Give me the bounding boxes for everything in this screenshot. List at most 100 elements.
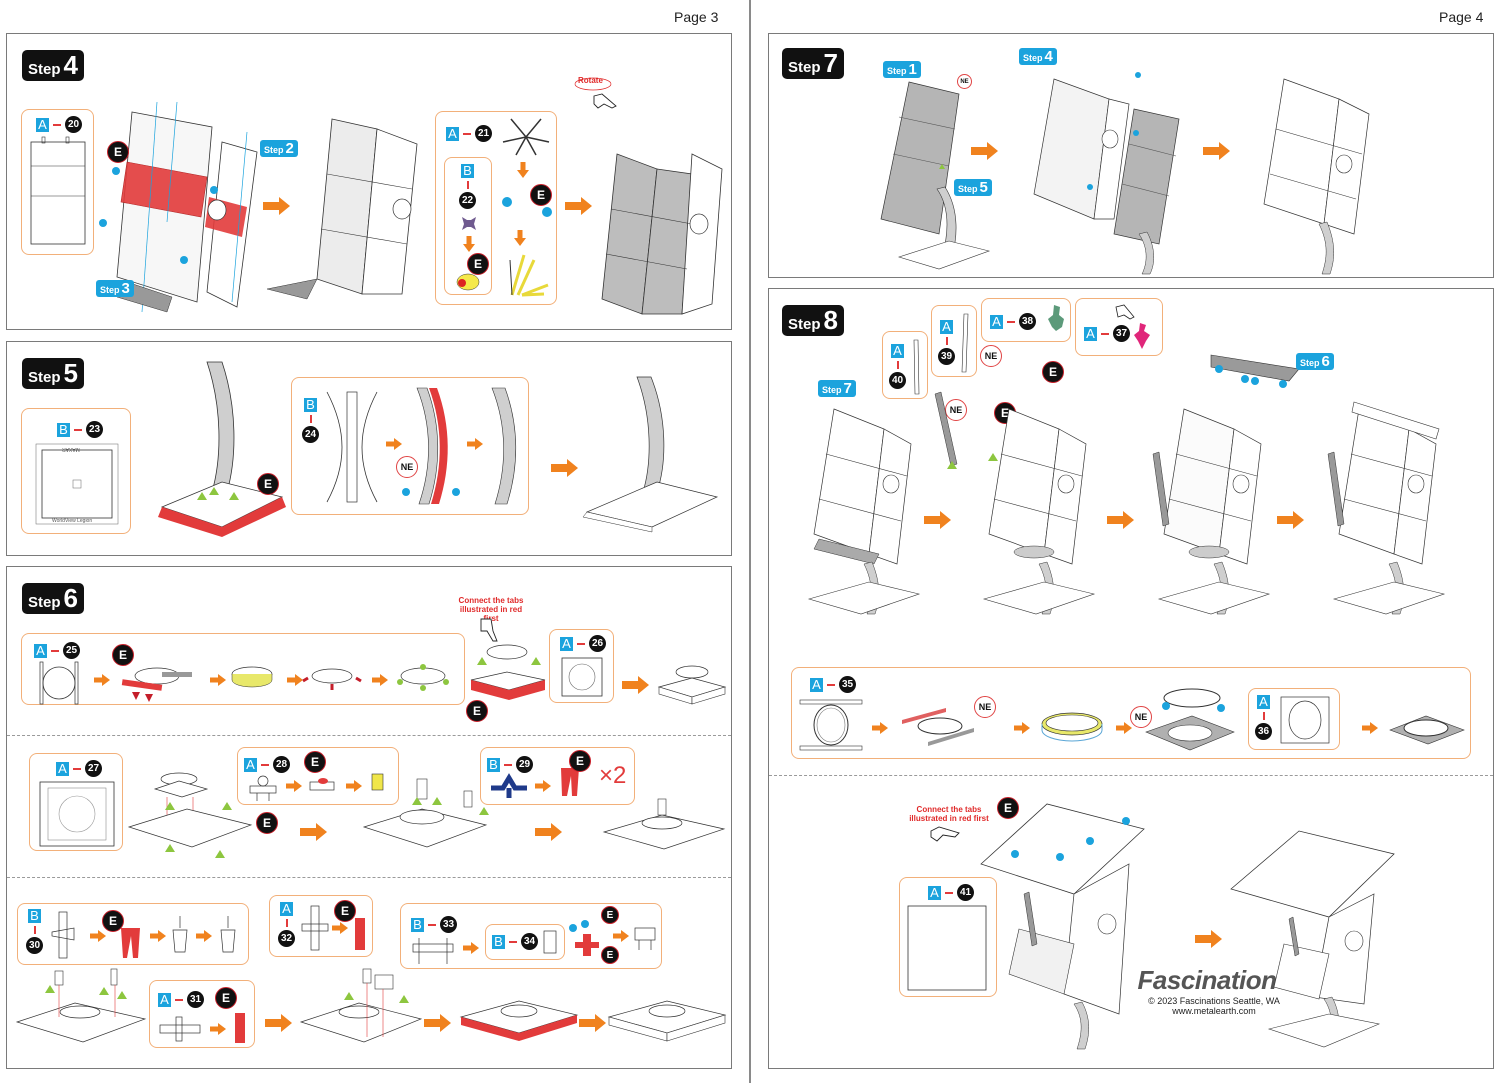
part-label-20: A 20	[36, 116, 82, 133]
base-top-text: MAXAR	[62, 446, 80, 452]
arrow-right-icon	[467, 438, 483, 450]
blue-dot	[1122, 817, 1130, 825]
part-label-32: A 32	[278, 902, 295, 947]
part-25-ring-tabs	[302, 668, 362, 690]
part-label-36: A 36	[1255, 695, 1272, 740]
blue-dot	[1279, 380, 1287, 388]
arrow-right-icon	[872, 722, 888, 734]
dash	[428, 923, 436, 926]
part-26-callout: A 26	[549, 629, 614, 703]
part-30-callout: B 30 E	[17, 903, 249, 965]
step-4-panel: Step 4 A 20 E Step 2	[6, 33, 732, 330]
e-marker: E	[112, 644, 134, 666]
green-triangle	[947, 461, 957, 469]
step-number: 7	[823, 48, 838, 78]
dash	[33, 926, 36, 934]
green-triangle	[215, 850, 225, 858]
part-27-callout: A 27	[29, 753, 123, 851]
step-4-badge: Step 4	[22, 50, 84, 81]
green-triangle	[99, 987, 109, 995]
part-25-callout: A 25 E	[21, 633, 465, 705]
connect-tabs-note: Connect the tabs illustrated in red firs…	[458, 596, 524, 623]
arrow-right-icon	[613, 930, 629, 942]
part-label-30: B 30	[26, 909, 43, 954]
part-label-26: A 26	[560, 635, 606, 652]
part-number: 20	[65, 116, 82, 133]
arrow-down-icon	[463, 236, 475, 252]
part-32-callout: A 32 E	[269, 895, 373, 957]
step-7-panel: Step 7 Step 1 NE Step 5 Step 4	[768, 33, 1494, 278]
sheet-letter: A	[158, 992, 171, 1007]
green-triangle	[229, 492, 239, 500]
arrow-right-icon	[94, 674, 110, 686]
section-separator	[7, 877, 731, 878]
arrow-right-icon	[622, 676, 650, 694]
part-41-outline	[907, 905, 987, 991]
part-number: 29	[516, 756, 533, 773]
part-39-outline	[961, 313, 969, 373]
arrow-right-icon	[1203, 142, 1231, 160]
step-word: Step	[887, 66, 907, 76]
arrow-right-icon	[265, 1014, 293, 1032]
part-26-outline	[561, 657, 603, 697]
part-22-shape	[462, 217, 476, 230]
sheet-letter: B	[57, 422, 70, 437]
sheet-letter: A	[990, 314, 1003, 329]
dash	[504, 763, 512, 766]
sheet-letter: A	[244, 757, 257, 772]
step-number: 5	[979, 179, 988, 196]
arrow-down-icon	[514, 230, 526, 246]
part-24-outline	[326, 391, 378, 503]
arrow-right-icon	[210, 1023, 226, 1035]
green-triangle	[479, 807, 489, 815]
dash	[1101, 332, 1109, 335]
green-triangle	[412, 797, 422, 805]
pointing-hand-icon	[593, 93, 617, 109]
e-marker: E	[107, 141, 129, 163]
ne-marker: NE	[974, 696, 996, 718]
part-number: 41	[957, 884, 974, 901]
part-28-fold	[309, 778, 335, 791]
part-label-25: A 25	[34, 642, 80, 659]
step-6-badge: Step 6	[22, 583, 84, 614]
part-number: 21	[475, 125, 492, 142]
step-number: 2	[285, 140, 294, 157]
blue-dot	[112, 167, 120, 175]
brand-logo: Fascinations	[1137, 965, 1291, 995]
blue-dot	[1215, 365, 1223, 373]
part-label-33: B 33	[411, 916, 457, 933]
e-marker: E	[530, 184, 552, 206]
sheet-letter: A	[1084, 326, 1097, 341]
pointing-hand-icon	[930, 826, 960, 842]
sheet-letter: A	[810, 677, 823, 692]
step-number: 6	[1321, 353, 1330, 370]
website-link[interactable]: www.metalearth.com	[1172, 1006, 1256, 1016]
step-3-ref-badge: Step 3	[96, 280, 134, 297]
ring-on-plate	[1145, 688, 1235, 751]
stand-on-base	[582, 376, 719, 533]
part-23-outline	[35, 443, 119, 525]
part-35-fold	[902, 708, 974, 746]
part-28-outline	[249, 775, 277, 801]
strut-part-40	[934, 391, 958, 467]
part-33-callout: B 33 B 34 E E	[400, 903, 662, 969]
step-word: Step	[958, 184, 978, 194]
part-number: 30	[26, 937, 43, 954]
part-label-24: B 24	[302, 398, 319, 443]
part-23-callout: B 23 MAXAR WorldView Legion	[21, 408, 131, 534]
e-marker: E	[256, 812, 278, 834]
satellite-stage-2	[982, 408, 1096, 615]
ne-marker: NE	[396, 456, 418, 478]
part-label-34: B 34	[492, 933, 538, 950]
part-number: 34	[521, 933, 538, 950]
part-30-done	[220, 916, 236, 953]
green-triangle	[988, 453, 998, 461]
ne-marker: NE	[945, 399, 967, 421]
step-word: Step	[1300, 358, 1320, 368]
part-39-callout: A 39	[931, 305, 977, 377]
blue-dot	[1135, 72, 1141, 78]
part-21-folded	[509, 254, 549, 297]
part-number: 24	[302, 426, 319, 443]
sheet-letter: B	[461, 164, 474, 178]
ne-marker: NE	[957, 74, 972, 89]
